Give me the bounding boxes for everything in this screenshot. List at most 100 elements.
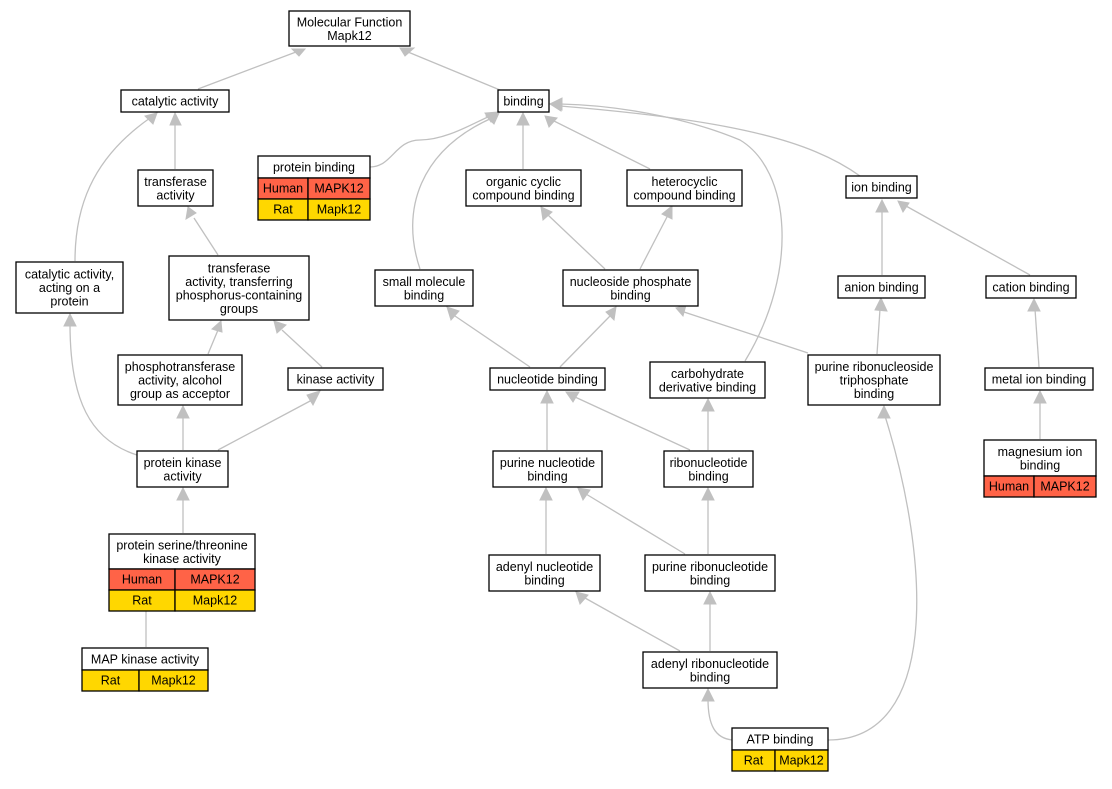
edge-nucleotide_binding-to-nucleoside_phosphate: [559, 306, 617, 368]
edge-line: [407, 51, 501, 91]
node-label-line: protein serine/threonine: [116, 538, 247, 552]
node-label-line: binding: [688, 469, 728, 483]
edge-nucleoside_phosphate-to-organic_cyclic: [540, 206, 606, 270]
node-box: [644, 554, 776, 592]
gene-cell: [1033, 475, 1097, 498]
arrowhead-icon: [897, 200, 910, 214]
arrowhead-icon: [565, 391, 580, 403]
go-term-node-nucleotide-binding[interactable]: nucleotide binding: [489, 367, 606, 391]
node-box: [137, 169, 214, 207]
arrowhead-icon: [290, 48, 307, 57]
go-term-node-metal-ion[interactable]: metal ion binding: [984, 367, 1094, 391]
node-label-line: small molecule: [383, 275, 466, 289]
edge-adenyl_ribonucleotide-to-adenyl_nucleotide: [575, 591, 681, 652]
node-label-line: protein kinase: [144, 456, 222, 470]
edge-line: [74, 117, 151, 262]
go-term-node-catalytic[interactable]: catalytic activity: [120, 89, 230, 113]
node-label-line: acting on a: [39, 281, 100, 295]
node-label-line: transferase: [144, 175, 207, 189]
arrowhead-icon: [306, 390, 321, 407]
edge-line: [454, 315, 531, 368]
edge-anion_binding-to-ion_binding: [875, 198, 889, 275]
node-label-line: triphosphate: [840, 374, 909, 388]
node-box: [287, 367, 384, 391]
node-box: [492, 450, 603, 488]
node-label-line: catalytic activity: [132, 95, 220, 109]
go-term-node-cation-binding[interactable]: cation binding: [985, 275, 1077, 299]
arrowhead-icon: [701, 397, 715, 412]
gene-cell: [774, 749, 829, 772]
node-box: [663, 450, 754, 488]
node-label-line: binding: [690, 573, 730, 587]
arrowhead-icon: [185, 206, 197, 220]
arrowhead-icon: [701, 687, 715, 702]
arrowhead-icon: [575, 591, 589, 605]
node-box: [465, 169, 582, 207]
edge-line: [559, 105, 861, 177]
edge-line: [584, 597, 681, 652]
node-label-line: MAP kinase activity: [91, 653, 200, 667]
edge-line: [217, 399, 313, 451]
node-label-line: protein binding: [273, 161, 355, 175]
arrowhead-icon: [540, 206, 553, 221]
edge-line: [707, 698, 733, 741]
node-label-line: ion binding: [851, 181, 912, 195]
go-term-node-binding[interactable]: binding: [497, 89, 550, 113]
node-label-line: binding: [610, 288, 650, 302]
node-label-line: adenyl ribonucleotide: [651, 657, 769, 671]
node-box: [642, 651, 778, 689]
gene-label: MAPK12: [190, 573, 239, 587]
gene-cell: [307, 198, 371, 221]
node-label-line: carbohydrate: [671, 367, 744, 381]
arrowhead-icon: [701, 486, 715, 501]
go-term-node-ion-binding[interactable]: ion binding: [845, 175, 918, 199]
node-label-line: nucleoside phosphate: [570, 275, 692, 289]
edge-line: [559, 315, 611, 368]
node-box: [120, 89, 230, 113]
edge-purine_ribonucleoside_tp-to-anion_binding: [874, 296, 888, 355]
node-label-line: ribonucleotide: [670, 456, 748, 470]
edge-line: [905, 205, 1031, 276]
edge-line: [369, 115, 491, 168]
arrowhead-icon: [544, 115, 558, 128]
node-label-line: kinase activity: [143, 552, 222, 566]
edge-line: [551, 119, 651, 170]
edge-adenyl_nucleotide-to-purine_nucleotide: [539, 486, 553, 554]
edge-binding-to-mf: [399, 47, 501, 91]
go-term-node-anion-binding[interactable]: anion binding: [837, 275, 926, 299]
node-label-line: cation binding: [992, 281, 1069, 295]
edge-line: [683, 311, 809, 354]
node-label-line: binding: [854, 387, 894, 401]
node-box: [488, 554, 601, 592]
node-label-line: catalytic activity,: [25, 268, 114, 282]
edge-line: [547, 214, 606, 270]
arrowhead-icon: [875, 198, 889, 213]
go-term-node-kinase[interactable]: kinase activity: [287, 367, 384, 391]
node-label-line: ATP binding: [747, 733, 814, 747]
